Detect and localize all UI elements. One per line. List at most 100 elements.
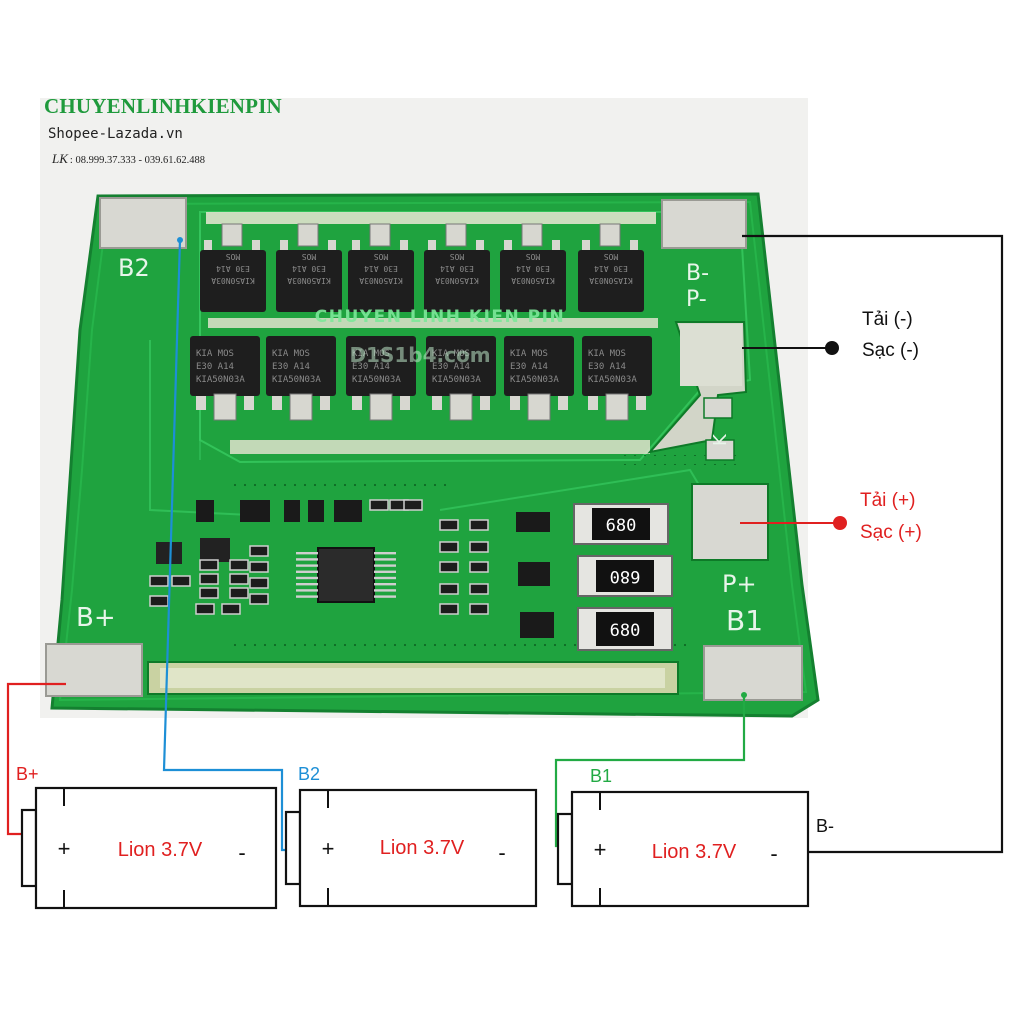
brand-channels: Shopee-Lazada.vn	[48, 126, 183, 142]
cell-plus-sign: +	[594, 837, 607, 862]
svg-text:E30 A14: E30 A14	[588, 362, 626, 372]
mosfet-top-1: KIA50N03A E30 A14 MOS	[200, 223, 266, 312]
signature-logo: LK	[52, 151, 68, 166]
svg-text:KIA50N03A: KIA50N03A	[588, 375, 637, 385]
svg-text:MOS: MOS	[450, 252, 465, 261]
label-b1: B1	[590, 766, 612, 786]
silk-p-plus: P+	[722, 570, 757, 598]
load-plus-dot	[833, 516, 847, 530]
cell-body	[570, 790, 810, 908]
load-plus-line1: Tải (+)	[860, 490, 915, 511]
mosfet-array: KIA50N03A E30 A14 MOS KIA50N03A E30 A14 MOS KI…	[190, 223, 652, 421]
wire-b2	[162, 239, 290, 852]
svg-text:E30 A14: E30 A14	[440, 264, 474, 273]
svg-text:E30 A14: E30 A14	[594, 264, 628, 273]
resistor-code-1: 680	[606, 516, 637, 536]
svg-text:MOS: MOS	[226, 252, 241, 261]
svg-text:KIA MOS: KIA MOS	[510, 349, 548, 359]
svg-text:KIA50N03A: KIA50N03A	[287, 276, 331, 285]
brand-name: CHUYENLINHKIENPIN	[44, 94, 282, 118]
svg-text:KIA MOS: KIA MOS	[352, 349, 390, 359]
silk-p-minus: P-	[686, 287, 707, 312]
battery-cell-3: + Lion 3.7V -	[556, 790, 810, 908]
mosfet-top-4: KIA50N03A E30 A14 MOS	[424, 223, 490, 312]
svg-text:KIA MOS: KIA MOS	[588, 349, 626, 359]
cell-body	[34, 786, 278, 910]
label-b2: B2	[298, 764, 320, 784]
pad-b-minus	[661, 199, 747, 249]
silk-b-minus: B-	[686, 261, 709, 286]
svg-text:KIA50N03A: KIA50N03A	[589, 276, 633, 285]
silk-b1: B1	[726, 604, 763, 637]
cell-minus-sign: -	[770, 841, 777, 866]
site-watermark: D1S1b4.com	[349, 343, 490, 367]
cell-plus-sign: +	[322, 836, 335, 861]
cell-terminal	[20, 808, 38, 888]
board-watermark: CHUYEN LINH KIEN PIN	[315, 307, 565, 327]
svg-text:E30 A14: E30 A14	[432, 362, 470, 372]
brand-phones: LK: 08.999.37.333 - 039.61.62.488	[52, 151, 205, 167]
svg-text:KIA MOS: KIA MOS	[196, 349, 234, 359]
svg-text:KIA50N03A: KIA50N03A	[196, 375, 245, 385]
svg-text:E30 A14: E30 A14	[352, 362, 390, 372]
pad-b-plus	[45, 643, 143, 697]
battery-cell-1: + Lion 3.7V -	[20, 786, 278, 910]
svg-text:KIA50N03A: KIA50N03A	[211, 276, 255, 285]
load-minus-line1: Tải (-)	[862, 309, 913, 330]
label-b-minus: B-	[816, 816, 834, 836]
sense-resistor-3: 680	[577, 607, 673, 651]
resistor-code-2: 680	[610, 566, 641, 586]
bms-ic	[317, 547, 375, 603]
svg-text:E30 A14: E30 A14	[216, 264, 250, 273]
pad-b1	[703, 645, 803, 701]
svg-text:KIA50N03A: KIA50N03A	[272, 375, 321, 385]
svg-text:KIA50N03A: KIA50N03A	[511, 276, 555, 285]
sot-transistor	[156, 542, 182, 564]
mosfet-top-3: KIA50N03A E30 A14 MOS	[348, 223, 414, 312]
battery-pack: + Lion 3.7V - + Lion 3.7V - + Lion 3.7V -	[20, 786, 810, 910]
cell-body	[298, 788, 538, 908]
svg-text:KIA50N03A: KIA50N03A	[359, 276, 403, 285]
cell-minus-sign: -	[238, 840, 245, 865]
cell-minus-sign: -	[498, 840, 505, 865]
silk-b2: B2	[118, 254, 150, 282]
svg-text:KIA50N03A: KIA50N03A	[435, 276, 479, 285]
phone-numbers: : 08.999.37.333 - 039.61.62.488	[69, 155, 205, 166]
cell-plus-sign: +	[58, 836, 71, 861]
label-b-plus: B+	[16, 764, 39, 784]
wire-b-minus	[742, 234, 1004, 854]
svg-text:KIA50N03A: KIA50N03A	[352, 375, 401, 385]
svg-text:KIA50N03A: KIA50N03A	[432, 375, 481, 385]
battery-cell-2: + Lion 3.7V -	[284, 788, 538, 908]
sense-resistor-2: 680	[577, 555, 673, 597]
sense-resistor-1: 680	[573, 503, 669, 545]
control-circuit	[149, 499, 554, 638]
mosfet-top-6: KIA50N03A E30 A14 MOS	[578, 223, 644, 312]
svg-text:E30 A14: E30 A14	[364, 264, 398, 273]
cell-terminal	[556, 812, 574, 886]
load-minus-dot	[825, 341, 839, 355]
load-minus-line2: Sạc (-)	[862, 340, 919, 361]
cell-label: Lion 3.7V	[652, 841, 737, 863]
pad-b2	[99, 197, 187, 249]
silk-k: K	[710, 433, 731, 446]
svg-text:MOS: MOS	[374, 252, 389, 261]
silk-b-plus: B+	[76, 603, 116, 633]
resistor-code-3: 680	[610, 621, 641, 641]
svg-text:E30 A14: E30 A14	[292, 264, 326, 273]
cell-label: Lion 3.7V	[118, 839, 203, 861]
svg-text:MOS: MOS	[604, 252, 619, 261]
svg-text:KIA50N03A: KIA50N03A	[510, 375, 559, 385]
cell-label: Lion 3.7V	[380, 837, 465, 859]
svg-text:MOS: MOS	[526, 252, 541, 261]
load-plus-line2: Sạc (+)	[860, 522, 922, 543]
